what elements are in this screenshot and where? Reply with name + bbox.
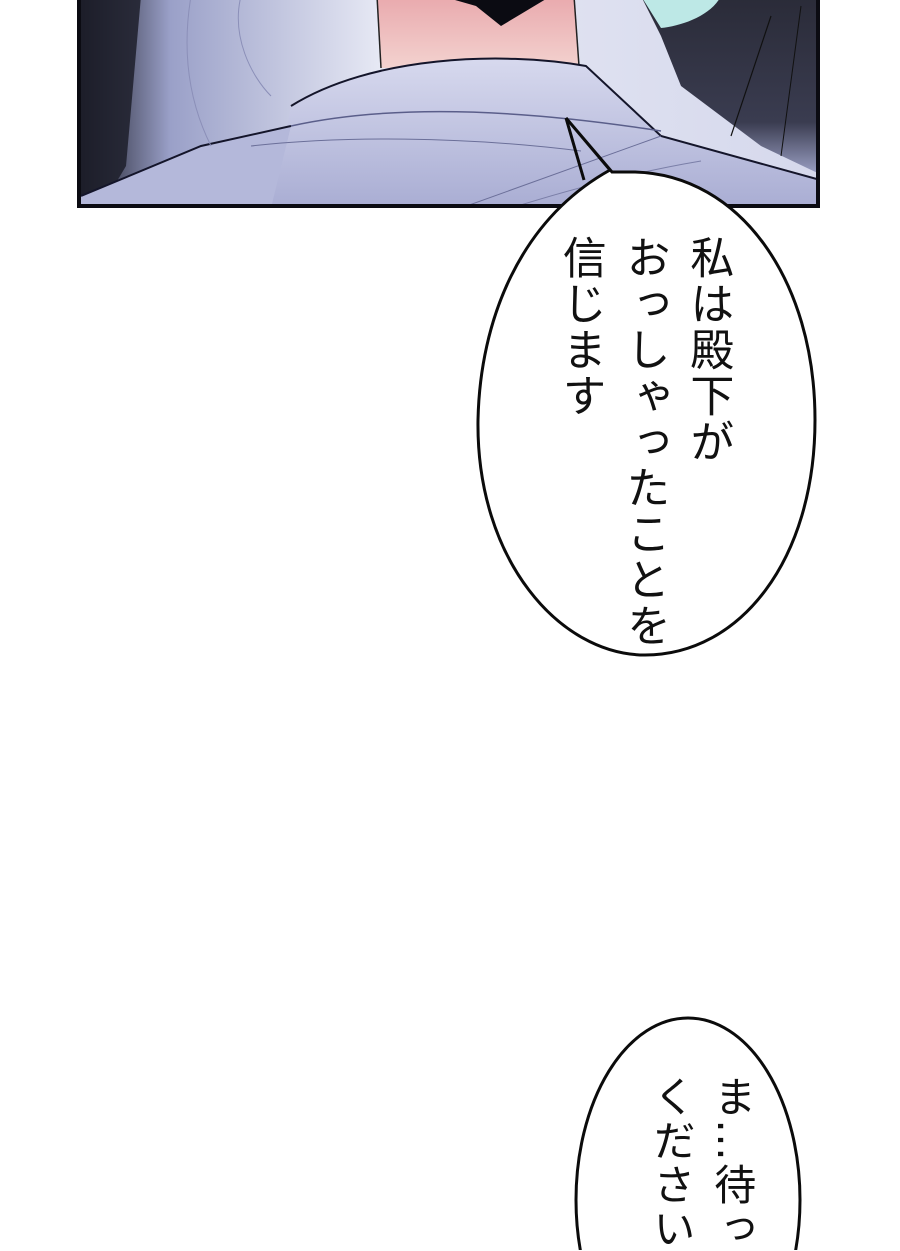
speech-bubble-1-text: 私は殿下が おっしゃったことを 信じます xyxy=(554,235,734,649)
character-back-illustration xyxy=(81,0,816,204)
illustration-panel xyxy=(77,0,820,208)
speech-bubble-2-text: ま…待っ ください xyxy=(646,1075,757,1251)
speech-bubble-2 xyxy=(574,1016,802,1250)
speech-bubble-1 xyxy=(476,117,817,657)
